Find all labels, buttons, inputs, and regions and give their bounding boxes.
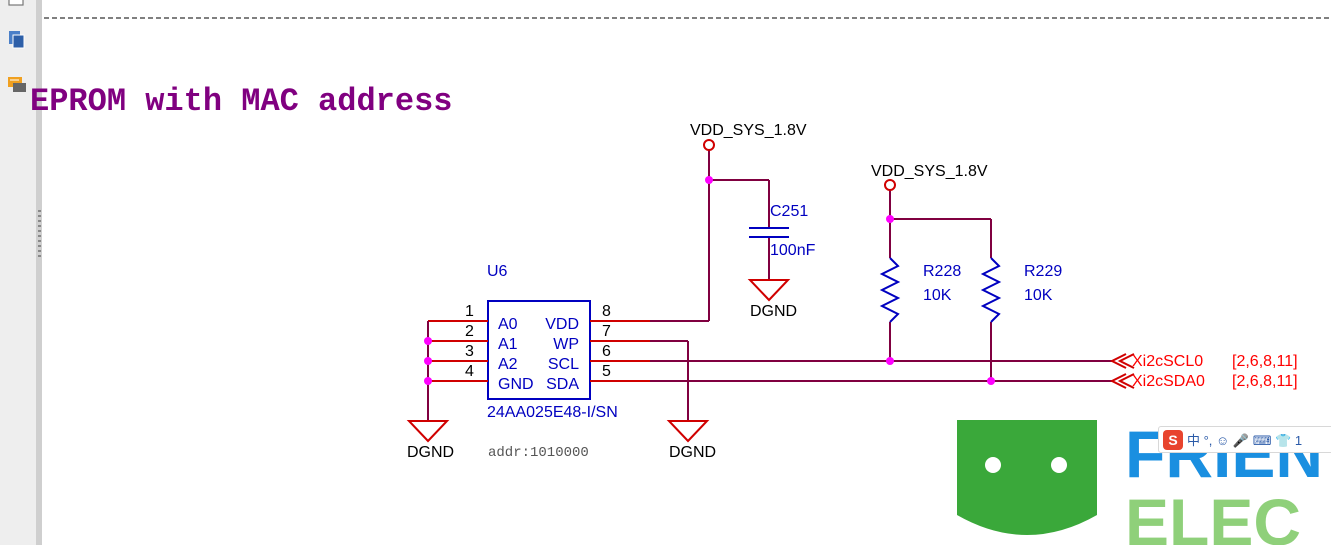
- net-label-sda[interactable]: Xi2cSDA0 [2,6,8,11]: [1109, 373, 1298, 390]
- toolbar-edge: [36, 0, 42, 545]
- ground-left[interactable]: DGND: [406, 420, 454, 461]
- pin-number-2: 2: [465, 323, 474, 340]
- vdd2-label: VDD_SYS_1.8V: [871, 163, 988, 180]
- ic-refdes: U6: [487, 263, 508, 280]
- pin-name-a0: A0: [498, 316, 518, 333]
- sda-net-pages: [2,6,8,11]: [1232, 373, 1298, 390]
- ground-cap[interactable]: DGND: [747, 279, 797, 320]
- capacitor-c251[interactable]: C251 100nF: [749, 203, 816, 259]
- pin-number-8: 8: [602, 303, 611, 320]
- power-vdd-2[interactable]: VDD_SYS_1.8V: [871, 163, 988, 191]
- pin-number-5: 5: [602, 363, 611, 380]
- vdd1-label: VDD_SYS_1.8V: [690, 122, 807, 139]
- resistor-r228[interactable]: R228 10K: [879, 257, 961, 323]
- ic-body: [487, 300, 591, 400]
- r228-refdes: R228: [923, 263, 961, 280]
- junctions: [424, 176, 995, 385]
- ic-part-number: 24AA025E48-I/SN: [487, 404, 618, 421]
- ic-u6[interactable]: U6 A0 A1 A2 GND VDD WP SCL SDA 24AA025E4…: [487, 263, 618, 461]
- r229-refdes: R229: [1024, 263, 1062, 280]
- pin-number-7: 7: [602, 323, 611, 340]
- section-title: EPROM with MAC address: [30, 83, 452, 120]
- wires: [427, 150, 1112, 421]
- resistor-r229[interactable]: R229 10K: [980, 257, 1062, 323]
- pin-name-wp: WP: [553, 336, 579, 353]
- pin-number-6: 6: [602, 343, 611, 360]
- pin-name-a1: A1: [498, 336, 518, 353]
- scl-net-pages: [2,6,8,11]: [1232, 353, 1298, 370]
- left-toolbar: [0, 0, 42, 545]
- pin-number-4: 4: [465, 363, 474, 380]
- ic-address: addr:1010000: [488, 445, 589, 461]
- r229-value: 10K: [1024, 287, 1053, 304]
- scl-net-name: Xi2cSCL0: [1132, 353, 1203, 370]
- pin-name-sda: SDA: [546, 376, 579, 393]
- gnd-cap-label: DGND: [750, 303, 797, 320]
- pin-name-vdd: VDD: [545, 316, 579, 333]
- brand-text-line2: ELEC: [1125, 485, 1301, 545]
- pin-name-a2: A2: [498, 356, 518, 373]
- ground-wp[interactable]: DGND: [666, 420, 716, 461]
- ime-toolbar[interactable]: S 中 °, ☺ 🎤 ⌨ 👕 1: [1158, 426, 1331, 453]
- pin-number-1: 1: [465, 303, 474, 320]
- net-label-scl[interactable]: Xi2cSCL0 [2,6,8,11]: [1109, 353, 1298, 370]
- cap-refdes: C251: [770, 203, 808, 220]
- pin-number-3: 3: [465, 343, 474, 360]
- cap-value: 100nF: [770, 242, 816, 259]
- pin-stubs: [428, 320, 650, 382]
- checkbox-icon[interactable]: [6, 0, 28, 10]
- panel-resize-handle[interactable]: [38, 210, 41, 260]
- power-vdd-1[interactable]: VDD_SYS_1.8V: [690, 122, 807, 151]
- pages-icon[interactable]: [6, 28, 28, 50]
- sda-net-name: Xi2cSDA0: [1132, 373, 1205, 390]
- ime-status[interactable]: 中 °, ☺ 🎤 ⌨ 👕 1: [1187, 433, 1303, 448]
- comments-icon[interactable]: [6, 74, 28, 96]
- ime-logo-icon[interactable]: S: [1163, 429, 1183, 450]
- gnd-wp-label: DGND: [669, 444, 716, 461]
- r228-value: 10K: [923, 287, 952, 304]
- pin-name-scl: SCL: [548, 356, 579, 373]
- pin-name-gnd: GND: [498, 376, 534, 393]
- gnd-left-label: DGND: [407, 444, 454, 461]
